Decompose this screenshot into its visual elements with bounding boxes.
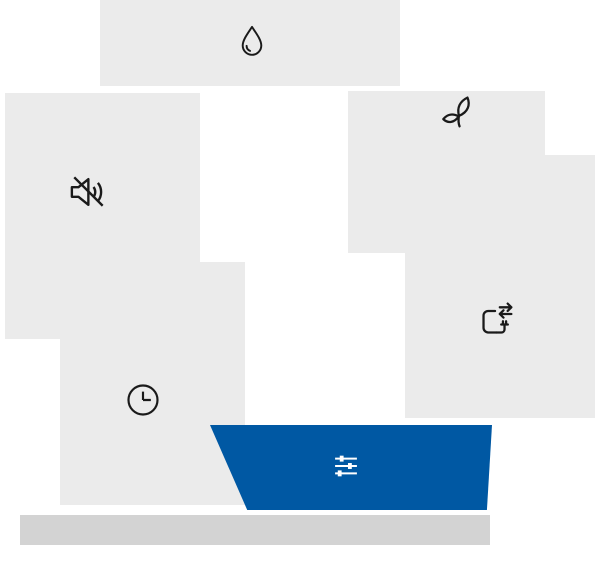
speaker-muted-icon xyxy=(66,170,110,214)
sliders-icon xyxy=(329,449,363,483)
leaves-icon xyxy=(437,92,479,134)
clock-icon xyxy=(123,380,163,420)
water-drop-icon xyxy=(234,23,270,59)
tile-timer xyxy=(60,262,245,505)
bottom-bar xyxy=(20,515,490,545)
tile-power xyxy=(405,155,595,418)
plug-sync-icon xyxy=(476,301,518,343)
tile-water xyxy=(100,0,400,86)
